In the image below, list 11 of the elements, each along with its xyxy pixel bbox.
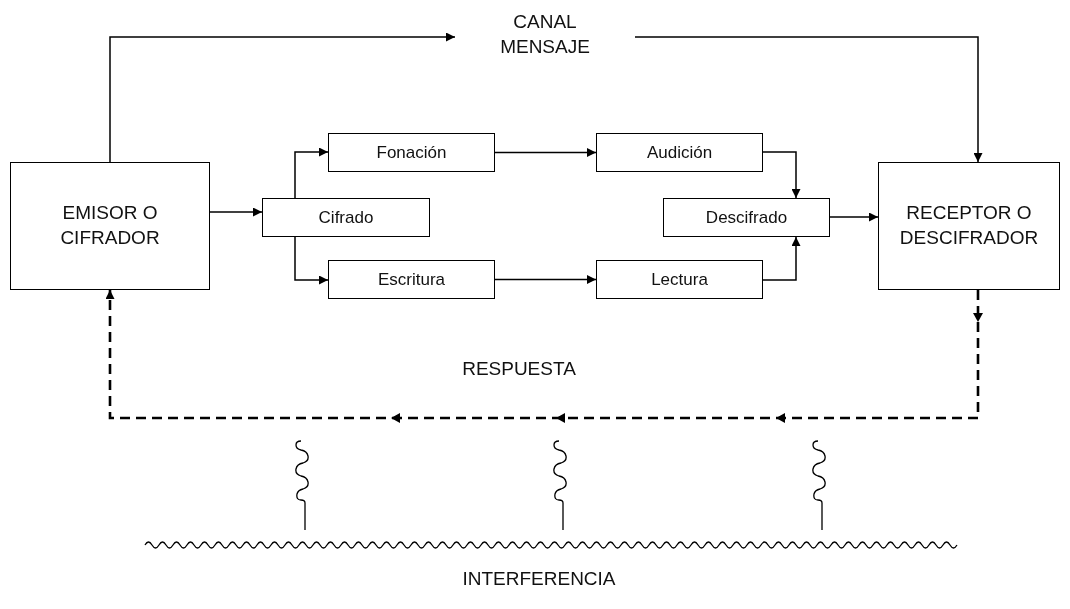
process-box: Escritura: [328, 260, 495, 299]
process-box: Descifrado: [663, 198, 830, 237]
interference-label: INTERFERENCIA: [462, 568, 616, 590]
process-box: Fonación: [328, 133, 495, 172]
channel-label: CANAL MENSAJE: [499, 10, 591, 59]
process-box: Lectura: [596, 260, 763, 299]
process-box: Audición: [596, 133, 763, 172]
edge-label: RESPUESTA: [462, 358, 576, 380]
process-box: EMISOR O CIFRADOR: [10, 162, 210, 290]
process-box: RECEPTOR O DESCIFRADOR: [878, 162, 1060, 290]
process-box: Cifrado: [262, 198, 430, 237]
